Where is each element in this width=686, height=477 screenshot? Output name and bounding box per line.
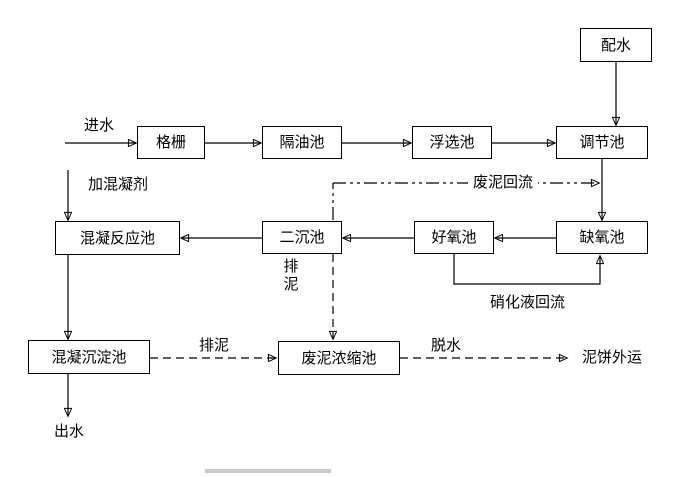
- label-sludge-discharge-vertical: 排泥: [281, 258, 299, 294]
- node-distribution: 配水: [580, 28, 652, 62]
- node-coagulation-sedimentation: 混凝沉淀池: [28, 340, 150, 374]
- node-sludge-thickener: 废泥浓缩池: [278, 341, 400, 375]
- node-equalization-label: 调节池: [579, 134, 625, 151]
- label-nitrified-liquid-return: 硝化液回流: [490, 294, 566, 311]
- node-anoxic-tank: 缺氧池: [556, 221, 648, 254]
- node-coagulation-reaction-label: 混凝反应池: [79, 229, 155, 247]
- node-anoxic-tank-label: 缺氧池: [579, 229, 625, 246]
- node-coagulation-sedimentation-label: 混凝沉淀池: [51, 348, 127, 366]
- label-influent: 进水: [84, 117, 115, 134]
- node-flotation: 浮选池: [412, 126, 492, 159]
- node-screen-label: 格栅: [155, 134, 186, 151]
- node-sludge-thickener-label: 废泥浓缩池: [301, 349, 377, 367]
- node-oil-separator-label: 隔油池: [279, 134, 325, 151]
- label-sludge-discharge: 排泥: [199, 337, 230, 354]
- node-equalization: 调节池: [556, 126, 648, 159]
- node-secondary-clarifier-label: 二沉池: [279, 229, 325, 246]
- node-secondary-clarifier: 二沉池: [262, 221, 342, 254]
- node-flotation-label: 浮选池: [429, 134, 475, 151]
- label-add-coagulant: 加混凝剂: [88, 176, 149, 193]
- flow-nitrified-liquid-return: [453, 254, 600, 285]
- label-effluent: 出水: [54, 423, 85, 440]
- node-aerobic-tank: 好氧池: [414, 221, 494, 254]
- label-sludge-cake-out: 泥饼外运: [582, 349, 643, 366]
- label-waste-sludge-return: 废泥回流: [468, 174, 539, 192]
- node-distribution-label: 配水: [600, 36, 631, 54]
- label-dewatering: 脱水: [431, 337, 462, 354]
- node-coagulation-reaction: 混凝反应池: [55, 221, 180, 255]
- node-screen: 格栅: [137, 126, 205, 159]
- node-aerobic-tank-label: 好氧池: [431, 229, 477, 246]
- node-oil-separator: 隔油池: [262, 126, 342, 159]
- gray-artifact-line: [205, 469, 331, 473]
